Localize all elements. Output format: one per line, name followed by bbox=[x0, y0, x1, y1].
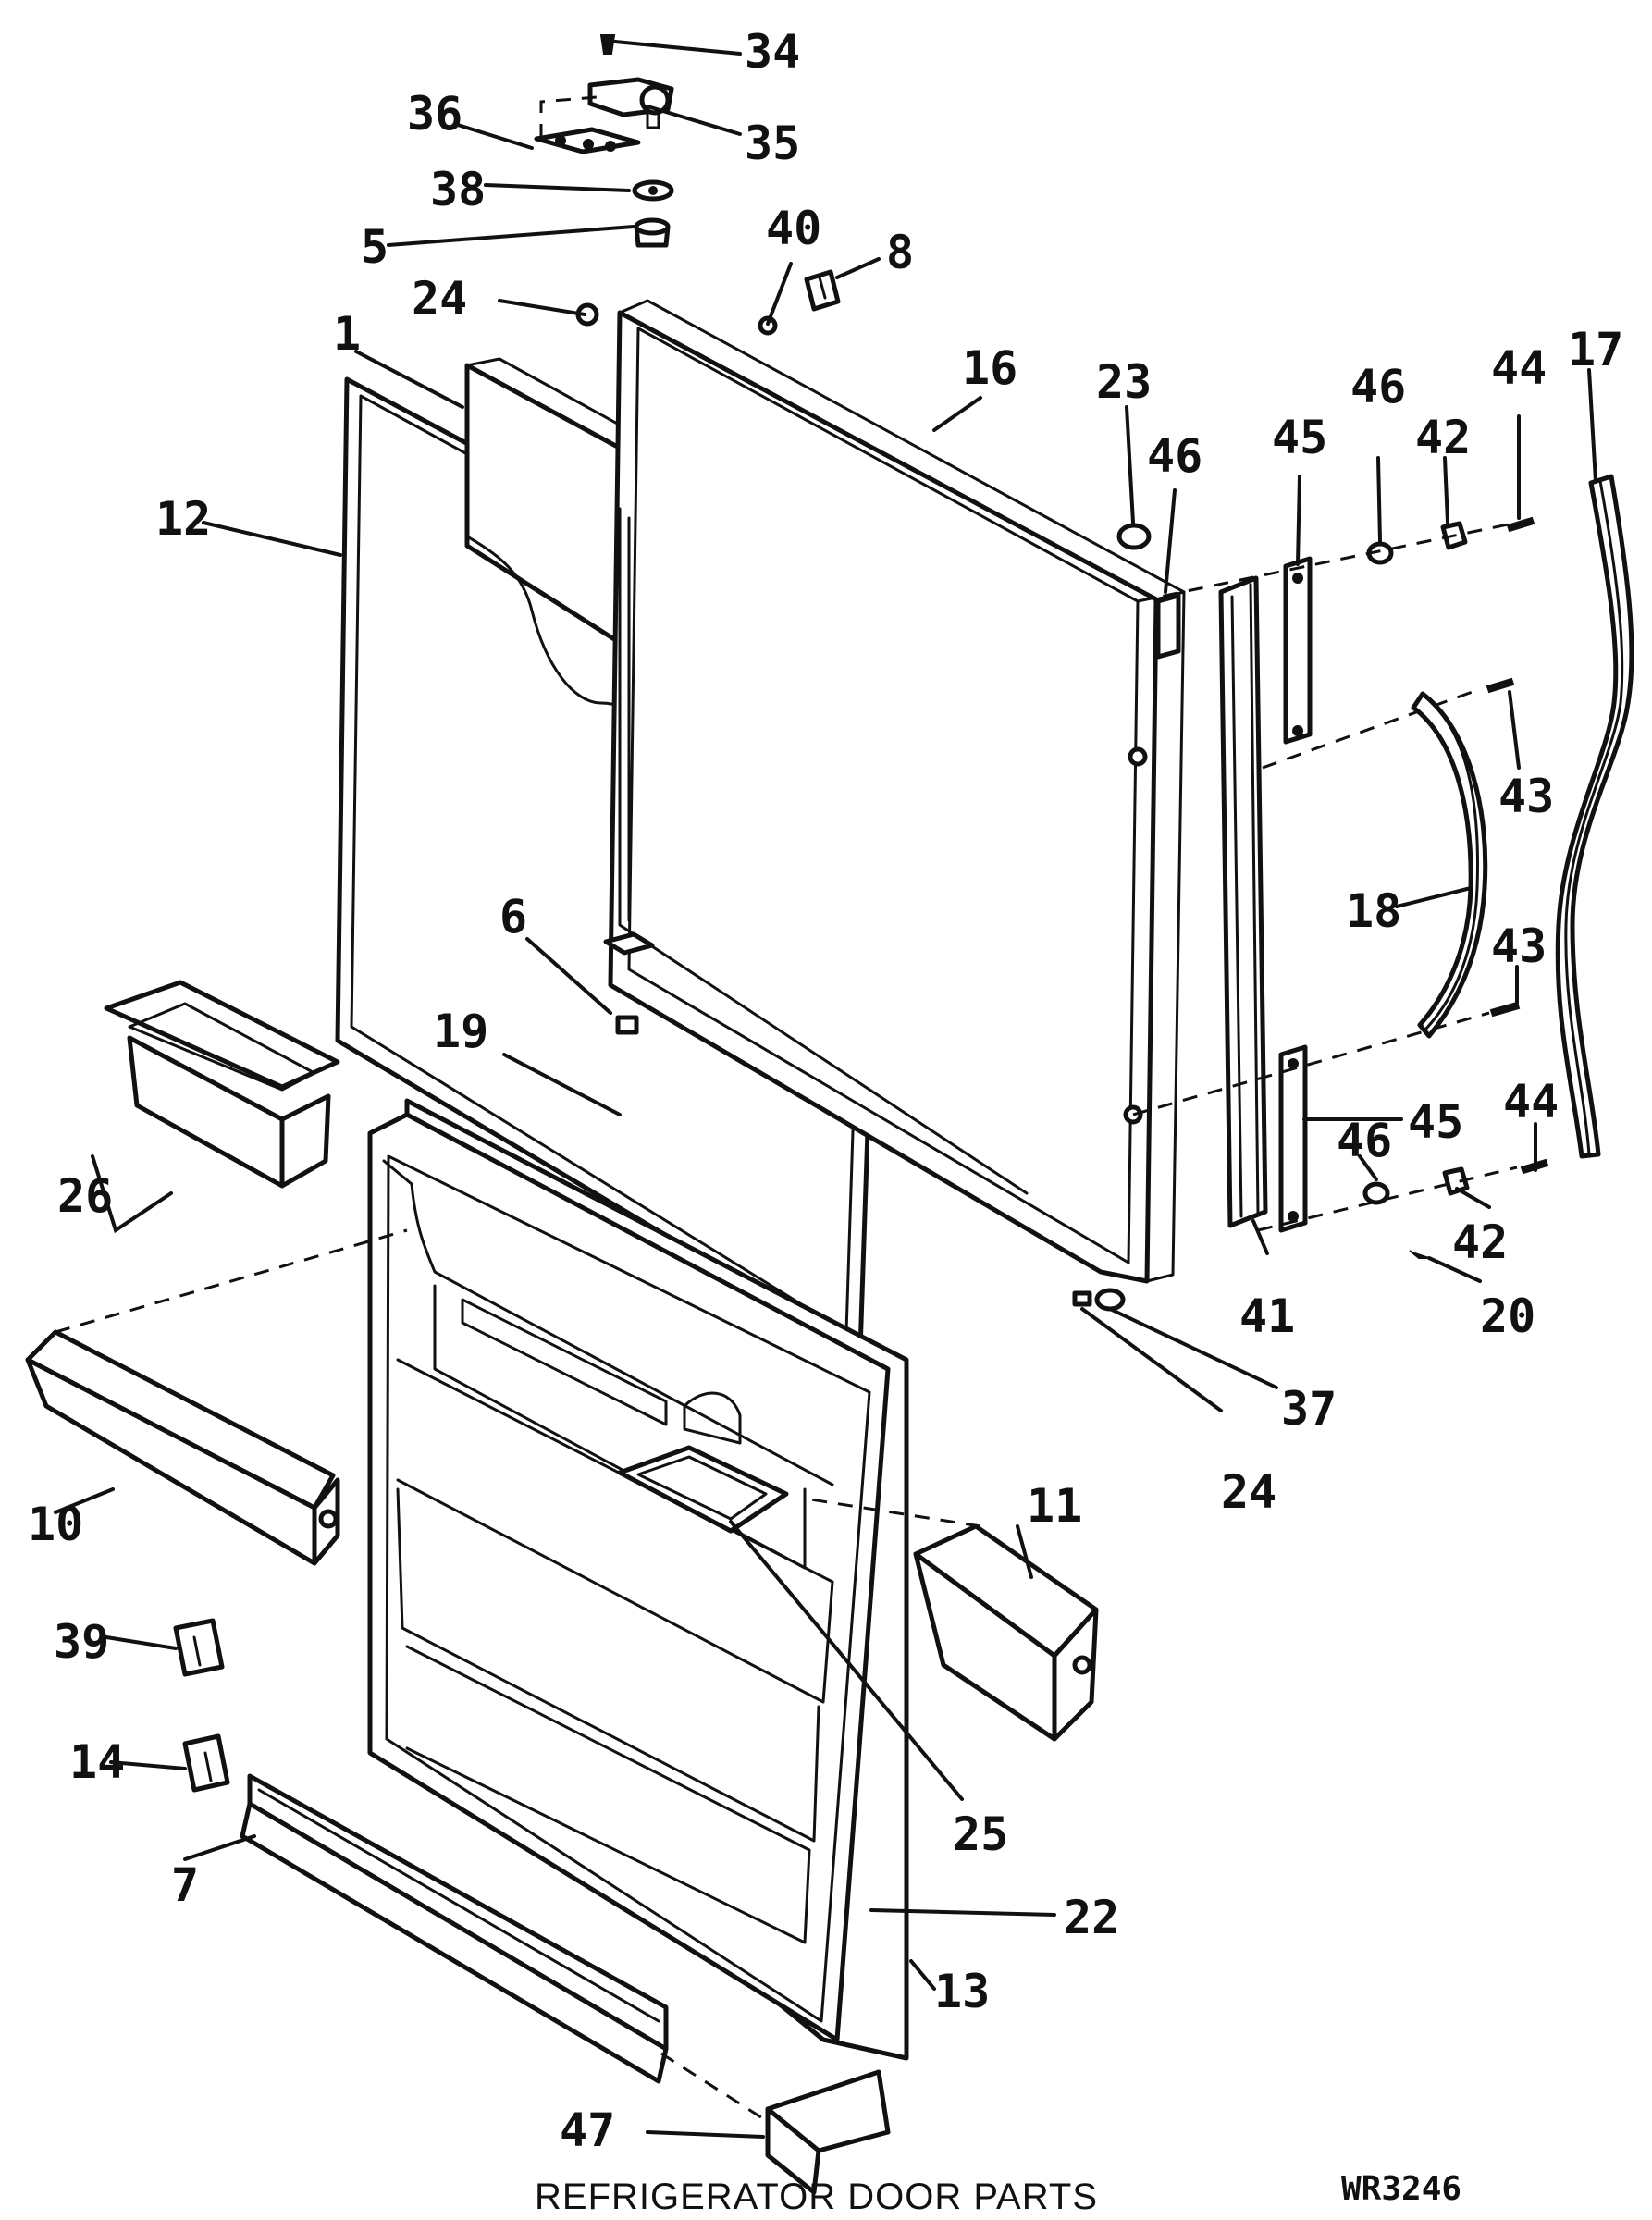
callout-5: 5 bbox=[361, 220, 388, 274]
callout-43: 43 bbox=[1498, 770, 1554, 823]
callout-numbers: 34 35 36 38 5 40 8 24 1 16 23 46 45 46 4… bbox=[28, 25, 1623, 2157]
callout-45b: 45 bbox=[1408, 1095, 1463, 1149]
bottom-trim-and-cover bbox=[240, 1773, 891, 2195]
callout-11: 11 bbox=[1027, 1479, 1082, 1533]
handle-channel bbox=[1218, 575, 1268, 1228]
callout-8: 8 bbox=[886, 226, 914, 279]
callout-19: 19 bbox=[433, 1005, 488, 1058]
callout-17: 17 bbox=[1568, 323, 1623, 376]
leader-lines bbox=[54, 40, 1597, 2139]
callout-42b: 42 bbox=[1452, 1215, 1508, 1269]
callout-14: 14 bbox=[69, 1735, 125, 1789]
butter-bin bbox=[104, 980, 340, 1189]
callout-16: 16 bbox=[962, 341, 1017, 395]
callout-40: 40 bbox=[766, 202, 821, 255]
callout-46: 46 bbox=[1147, 429, 1202, 483]
handle-fasteners bbox=[1132, 516, 1549, 1259]
fresh-food-door bbox=[367, 1098, 909, 2061]
callout-18: 18 bbox=[1346, 884, 1401, 938]
callout-22: 22 bbox=[1064, 1891, 1119, 1944]
callout-35: 35 bbox=[745, 117, 800, 170]
callout-44: 44 bbox=[1491, 341, 1547, 395]
callout-23: 23 bbox=[1096, 355, 1152, 409]
callout-1: 1 bbox=[333, 307, 361, 361]
callout-43b: 43 bbox=[1491, 919, 1547, 973]
callout-38: 38 bbox=[430, 163, 486, 216]
shelf-clips bbox=[173, 1618, 230, 1793]
upper-door-small-parts bbox=[575, 269, 1181, 1312]
callout-26: 26 bbox=[57, 1169, 113, 1223]
door-bins bbox=[25, 1228, 1099, 1742]
callout-13: 13 bbox=[934, 1965, 990, 2018]
callout-7: 7 bbox=[171, 1858, 199, 1912]
callout-24: 24 bbox=[412, 272, 467, 326]
door-handles bbox=[1411, 474, 1634, 1159]
callout-41: 41 bbox=[1239, 1289, 1295, 1343]
freezer-door-outer-panel bbox=[608, 299, 1186, 1284]
dairy-shelf bbox=[617, 1445, 789, 1534]
callout-44b: 44 bbox=[1503, 1075, 1559, 1128]
handle-brackets bbox=[1278, 556, 1313, 1233]
callout-47: 47 bbox=[560, 2103, 615, 2157]
callout-46b: 46 bbox=[1350, 360, 1406, 413]
diagram-title: REFRIGERATOR DOOR PARTS bbox=[535, 2177, 1098, 2217]
callout-37: 37 bbox=[1281, 1382, 1337, 1436]
callout-25: 25 bbox=[953, 1807, 1008, 1861]
callout-36: 36 bbox=[407, 87, 462, 141]
callout-24b: 24 bbox=[1221, 1465, 1276, 1519]
callout-46c: 46 bbox=[1337, 1114, 1392, 1167]
callout-20: 20 bbox=[1480, 1289, 1535, 1343]
diagram-code: WR3246 bbox=[1341, 2170, 1461, 2208]
callout-6: 6 bbox=[499, 890, 527, 944]
callout-42: 42 bbox=[1415, 411, 1471, 464]
callout-45: 45 bbox=[1272, 411, 1327, 464]
callout-10: 10 bbox=[28, 1498, 83, 1551]
top-hinge-assembly bbox=[534, 34, 674, 248]
callout-12: 12 bbox=[155, 492, 211, 546]
callout-34: 34 bbox=[745, 25, 800, 79]
callout-39: 39 bbox=[54, 1615, 109, 1669]
